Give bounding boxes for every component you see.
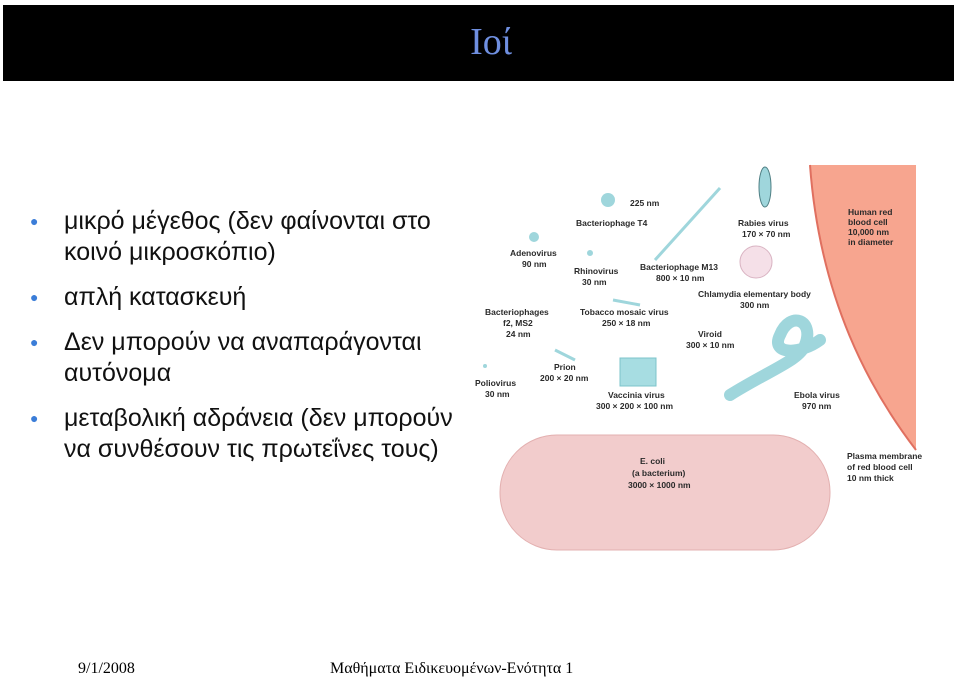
label-rabies-size: 170 × 70 nm: [742, 229, 791, 239]
footer-course: Μαθήματα Ειδικευομένων-Ενότητα 1: [330, 660, 574, 677]
label-adenovirus-size: 90 nm: [522, 259, 547, 269]
bullet-icon: ●: [30, 334, 39, 350]
label-rbc-1: Human red: [848, 207, 892, 217]
bullet-item: ● Δεν μπορούν να αναπαράγονται αυτόνομα: [30, 327, 460, 389]
label-rbc-2: blood cell: [848, 217, 888, 227]
red-blood-cell: [810, 165, 916, 450]
label-prion-size: 200 × 20 nm: [540, 373, 589, 383]
slide-title: Ιοί: [470, 21, 512, 63]
label-m13-size: 800 × 10 nm: [656, 273, 705, 283]
bullet-text: μικρό μέγεθος (δεν φαίνονται στο κοινό μ…: [64, 207, 431, 266]
label-tmv: Tobacco mosaic virus: [580, 307, 669, 317]
label-viroid: Viroid: [698, 329, 722, 339]
label-rabies: Rabies virus: [738, 218, 789, 228]
footer-date: 9/1/2008: [78, 660, 135, 677]
label-adenovirus: Adenovirus: [510, 248, 557, 258]
label-vaccinia-size: 300 × 200 × 100 nm: [596, 401, 673, 411]
label-rhinovirus: Rhinovirus: [574, 266, 619, 276]
rbc-membrane: [809, 164, 917, 451]
chlamydia-body: [739, 245, 773, 279]
label-f2-ms2: f2, MS2: [503, 318, 533, 328]
label-viroid-size: 300 × 10 nm: [686, 340, 735, 350]
label-f2: Bacteriophages: [485, 307, 549, 317]
bullet-icon: ●: [30, 289, 39, 305]
bullet-text: μεταβολική αδράνεια (δεν μπορούν να συνθ…: [64, 404, 453, 463]
label-membrane-1: Plasma membrane: [847, 451, 922, 461]
m13-virus: [653, 186, 722, 262]
label-ecoli-1: E. coli: [640, 456, 665, 466]
bullet-item: ● μεταβολική αδράνεια (δεν μπορούν να συ…: [30, 403, 460, 465]
label-ecoli-2: (a bacterium): [632, 468, 686, 478]
label-rhinovirus-size: 30 nm: [582, 277, 607, 287]
label-ebola: Ebola virus: [794, 390, 840, 400]
label-prion: Prion: [554, 362, 576, 372]
bullet-text: Δεν μπορούν να αναπαράγονται αυτόνομα: [64, 328, 422, 387]
ecoli-cell: [499, 434, 831, 551]
bullet-icon: ●: [30, 410, 39, 426]
label-t4: Bacteriophage T4: [576, 218, 648, 228]
rabies-virus: [758, 166, 772, 208]
bullet-icon: ●: [30, 213, 39, 229]
label-chlamydia: Chlamydia elementary body: [698, 289, 811, 299]
tmv-virus: [612, 298, 641, 307]
bullet-list: ● μικρό μέγεθος (δεν φαίνονται στο κοινό…: [30, 206, 460, 479]
title-bar: [3, 5, 954, 81]
label-ebola-size: 970 nm: [802, 401, 832, 411]
bullet-item: ● απλή κατασκευή: [30, 282, 460, 313]
label-ecoli-3: 3000 × 1000 nm: [628, 480, 691, 490]
label-chlamydia-size: 300 nm: [740, 300, 770, 310]
label-tmv-size: 250 × 18 nm: [602, 318, 651, 328]
label-poliovirus-size: 30 nm: [485, 389, 510, 399]
t4-phage: [601, 193, 615, 207]
bullet-text: απλή κατασκευή: [64, 283, 247, 311]
vaccinia-virus: [619, 357, 657, 387]
ebola-virus: [724, 314, 826, 401]
label-f2-size: 24 nm: [506, 329, 531, 339]
label-rbc-4: in diameter: [848, 237, 894, 247]
bullet-item: ● μικρό μέγεθος (δεν φαίνονται στο κοινό…: [30, 206, 460, 268]
rhinovirus: [587, 250, 593, 256]
label-membrane-2: of red blood cell: [847, 462, 913, 472]
virus-size-figure: Bacteriophage T4 225 nm Adenovirus 90 nm…: [475, 164, 922, 551]
label-m13: Bacteriophage M13: [640, 262, 718, 272]
label-vaccinia: Vaccinia virus: [608, 390, 665, 400]
label-membrane-3: 10 nm thick: [847, 473, 894, 483]
label-rbc-3: 10,000 nm: [848, 227, 890, 237]
poliovirus: [483, 364, 487, 368]
label-t4-size: 225 nm: [630, 198, 660, 208]
adenovirus: [529, 232, 539, 242]
label-poliovirus: Poliovirus: [475, 378, 516, 388]
prion: [554, 348, 576, 362]
